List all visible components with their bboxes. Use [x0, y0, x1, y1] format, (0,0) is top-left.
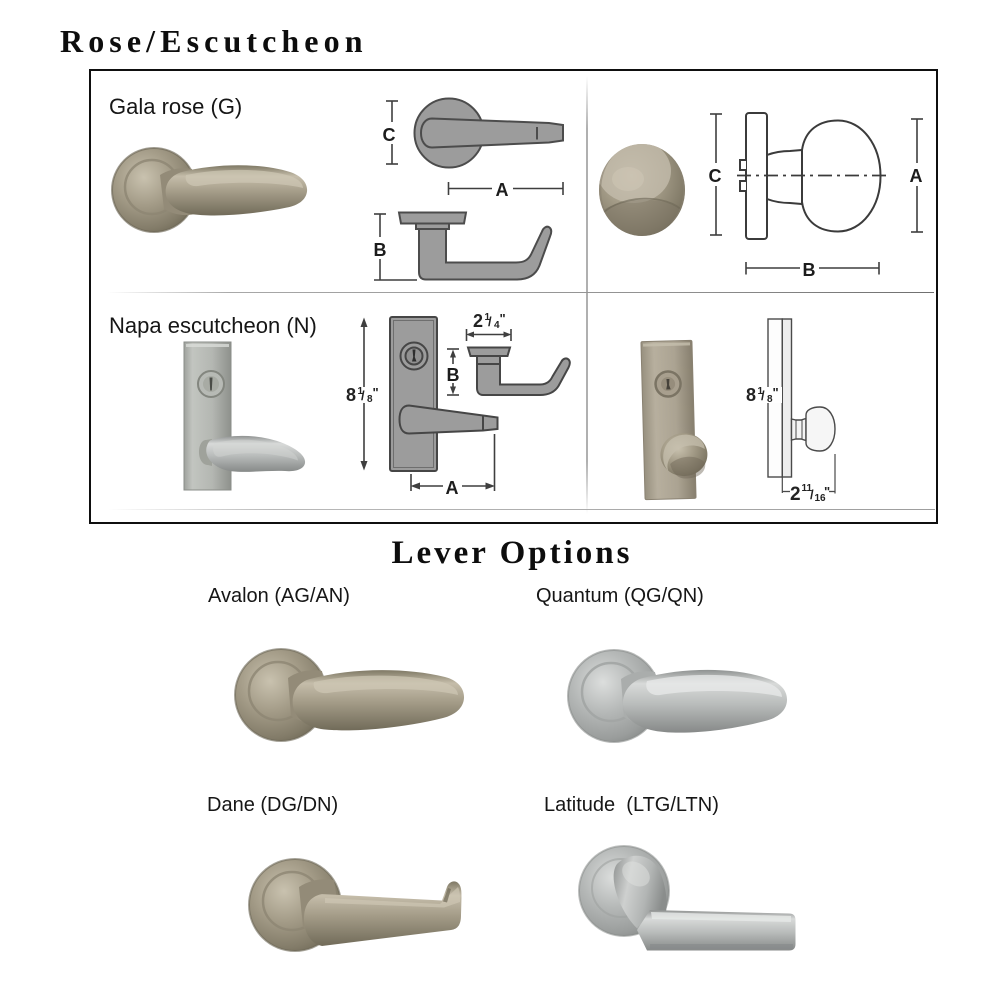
svg-text:/: /	[761, 388, 765, 403]
svg-text:B: B	[447, 365, 460, 385]
svg-text:8: 8	[746, 385, 756, 405]
svg-text:C: C	[383, 125, 396, 145]
svg-text:8: 8	[346, 385, 356, 405]
svg-text:A: A	[496, 180, 509, 200]
svg-text:C: C	[709, 166, 722, 186]
svg-text:B: B	[803, 260, 816, 280]
svg-text:A: A	[446, 478, 459, 498]
svg-text:B: B	[374, 240, 387, 260]
svg-text:16: 16	[815, 493, 827, 504]
svg-text:/: /	[488, 314, 492, 329]
svg-text:11: 11	[802, 483, 813, 494]
svg-text:": "	[373, 385, 379, 400]
svg-text:1: 1	[758, 386, 764, 397]
svg-text:1: 1	[485, 312, 491, 323]
svg-text:/: /	[810, 487, 814, 502]
svg-text:2: 2	[790, 484, 801, 505]
svg-text:8: 8	[767, 394, 773, 405]
svg-text:": "	[500, 311, 506, 326]
svg-text:": "	[773, 385, 779, 400]
svg-text:": "	[824, 484, 830, 499]
svg-text:2: 2	[473, 311, 483, 331]
svg-text:1: 1	[358, 386, 364, 397]
svg-text:A: A	[910, 166, 923, 186]
svg-text:4: 4	[494, 320, 500, 331]
svg-text:/: /	[361, 388, 365, 403]
svg-text:8: 8	[367, 394, 373, 405]
